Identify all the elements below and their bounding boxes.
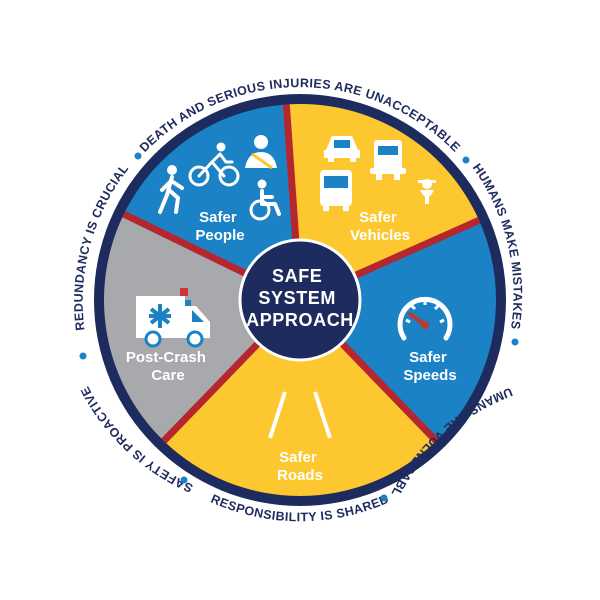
segment-divider xyxy=(161,339,263,444)
wheelchair-icon xyxy=(249,179,281,221)
separator-dot xyxy=(134,152,142,160)
center-title: SAFE SYSTEM APPROACH xyxy=(246,266,354,330)
speedometer-icon xyxy=(397,296,453,341)
separator-dot xyxy=(79,352,87,360)
separator-dot xyxy=(380,494,388,502)
segment-divider xyxy=(351,217,481,280)
segment-divider xyxy=(337,339,439,444)
segment-labels: Safer People Safer Vehicles Safer Speeds… xyxy=(126,209,457,484)
pedestrian-icon xyxy=(158,165,184,214)
segment-label-speeds: Safer Speeds xyxy=(403,349,456,384)
center-hub xyxy=(238,238,362,362)
people-icons xyxy=(158,135,281,221)
segment-label-care: Post-Crash Care xyxy=(126,349,210,384)
cyclist-icon xyxy=(188,142,240,187)
motorcycle-icon xyxy=(418,179,436,204)
truck-icon xyxy=(370,140,406,180)
ambulance-icon xyxy=(136,288,210,348)
road-icon xyxy=(268,391,332,439)
bus-icon xyxy=(320,170,352,211)
segment-label-vehicles: Safer Vehicles xyxy=(350,209,410,244)
separator-dot xyxy=(511,338,519,346)
segment-divider xyxy=(282,104,300,243)
separator-dot xyxy=(180,476,188,484)
segment-divider xyxy=(122,210,250,278)
vehicle-icons xyxy=(320,136,436,211)
segment-label-people: Safer People xyxy=(195,209,244,244)
car-icon xyxy=(324,136,360,162)
segment-speeds xyxy=(163,341,437,496)
seatbelt-icon xyxy=(245,135,277,170)
separator-dot xyxy=(462,156,470,164)
segment-vehicles xyxy=(340,220,496,441)
segment-label-roads: Safer Roads xyxy=(277,449,323,484)
